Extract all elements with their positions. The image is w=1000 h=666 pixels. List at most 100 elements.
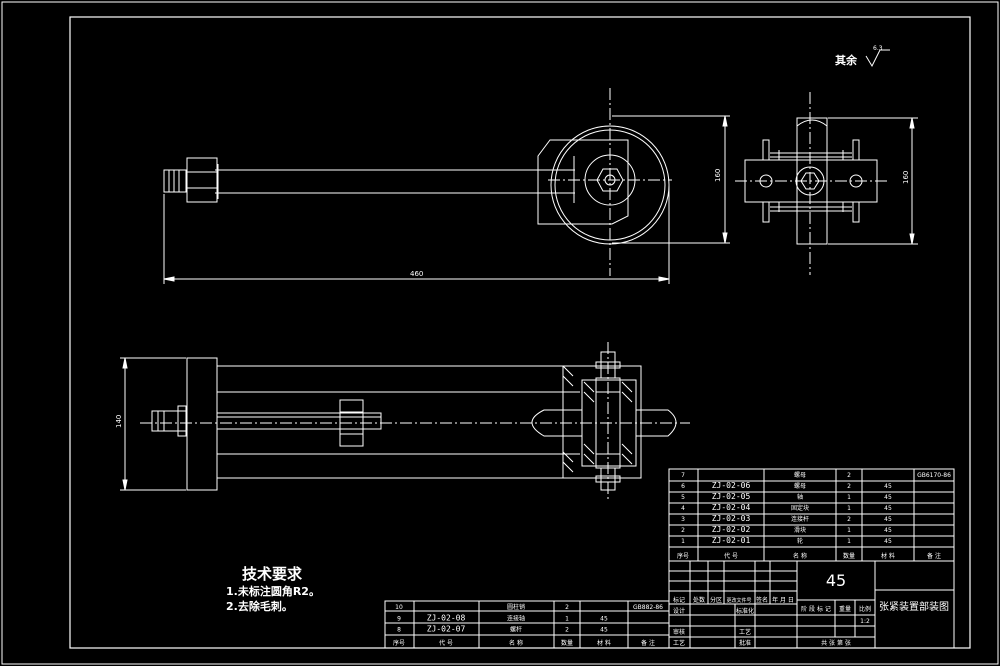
upper-row-5-mat: 45	[884, 494, 892, 501]
tb-sheets: 共 张 第 张	[821, 639, 851, 647]
parts-list-lower	[384, 600, 670, 649]
inner-border	[69, 16, 971, 649]
tb-approve: 批准	[739, 639, 751, 647]
tb-mark: 标记	[673, 596, 685, 604]
tech-req-item-1: 1.未标注圆角R2。	[226, 584, 320, 598]
upper-header-3: 数量	[843, 552, 855, 560]
surface-finish-label: 其余	[835, 53, 858, 67]
upper-row-2-no: 2	[681, 527, 685, 534]
title-block-text: 45 张紧装置部装图 标记 处数 分区 更改文件号 签名 年 月 日 设计 标准…	[673, 571, 949, 647]
tb-date: 年 月 日	[772, 596, 794, 604]
upper-row-5-qty: 1	[847, 494, 851, 501]
lower-row-9-no: 9	[397, 615, 401, 622]
tb-change-doc: 更改文件号	[726, 597, 751, 604]
lower-header-2: 名 称	[509, 639, 523, 647]
parts-list-upper	[668, 468, 955, 562]
upper-row-3-code: ZJ-02-03	[712, 514, 751, 523]
upper-row-1-no: 1	[681, 538, 685, 545]
top-view	[163, 88, 730, 284]
upper-header-4: 材 料	[881, 552, 895, 560]
tb-scale: 比例	[859, 605, 871, 613]
lower-header-1: 代 号	[439, 639, 453, 647]
lower-header-5: 备 注	[641, 639, 655, 647]
lower-header-3: 数量	[561, 639, 573, 647]
upper-row-2-code: ZJ-02-02	[712, 525, 751, 534]
upper-row-7-note: GB6170-86	[917, 472, 951, 479]
upper-header-5: 备 注	[927, 552, 941, 560]
upper-header-2: 名 称	[793, 552, 807, 560]
upper-row-3-qty: 2	[847, 516, 851, 523]
upper-row-3-mat: 45	[884, 516, 892, 523]
upper-row-3-name: 连接杆	[791, 515, 809, 523]
dim-top-length: 460	[410, 270, 423, 278]
upper-row-2-name: 滑块	[794, 526, 806, 534]
tb-sign: 签名	[756, 596, 768, 604]
lower-row-10-note: GB882-86	[633, 604, 663, 611]
lower-header-4: 材 料	[597, 639, 611, 647]
lower-row-8-qty: 2	[565, 627, 569, 634]
upper-row-1-mat: 45	[884, 538, 892, 545]
upper-row-6-qty: 2	[847, 483, 851, 490]
parts-list-lower-text: 10 圆柱销 2 GB882-86 9 ZJ-02-08 连接轴 1 45 8 ZJ-02-07 螺杆…	[393, 603, 663, 647]
upper-row-6-no: 6	[681, 483, 685, 490]
lower-row-8-name: 螺杆	[510, 626, 522, 634]
tb-weight: 重量	[839, 605, 851, 613]
upper-row-2-mat: 45	[884, 527, 892, 534]
upper-row-1-name: 轮	[797, 537, 803, 545]
lower-row-8-no: 8	[397, 627, 401, 634]
upper-row-5-no: 5	[681, 494, 685, 501]
lower-row-10-qty: 2	[565, 604, 569, 611]
upper-header-1: 代 号	[724, 552, 738, 560]
lower-row-9-code: ZJ-02-08	[427, 613, 466, 622]
lower-row-8-code: ZJ-02-07	[427, 625, 466, 634]
side-view	[735, 92, 918, 275]
lower-row-10-name: 圆柱销	[507, 603, 525, 611]
dim-top-height: 160	[714, 169, 722, 182]
parts-list-upper-text: 7 螺母 2 GB6170-86 6 ZJ-02-06 螺母 2 45 5 ZJ-02-05 轴 1 45…	[677, 471, 951, 560]
upper-row-3-no: 3	[681, 516, 685, 523]
tb-craft: 工艺	[739, 628, 751, 636]
upper-row-6-name: 螺母	[794, 482, 806, 490]
drawing-title: 张紧装置部装图	[879, 600, 949, 613]
upper-row-4-name: 固定块	[791, 504, 809, 512]
lower-row-8-mat: 45	[600, 627, 608, 634]
lower-header-0: 序号	[393, 639, 405, 647]
technical-requirements: 技术要求 1.未标注圆角R2。 2.去除毛刺。	[226, 565, 320, 613]
upper-row-6-mat: 45	[884, 483, 892, 490]
roughness-symbol-icon	[865, 49, 890, 68]
surface-finish-note: 其余 6.3	[835, 45, 890, 68]
tb-craft-2: 工艺	[673, 639, 685, 647]
lower-row-9-mat: 45	[600, 615, 608, 622]
upper-row-7-no: 7	[681, 472, 685, 479]
upper-row-6-code: ZJ-02-06	[712, 481, 751, 490]
tb-stage: 阶 段 标 记	[801, 605, 831, 613]
dim-side-height: 160	[902, 171, 910, 184]
front-view	[120, 342, 690, 500]
upper-row-5-code: ZJ-02-05	[712, 492, 751, 501]
lower-row-10-no: 10	[395, 604, 403, 611]
roughness-value: 6.3	[873, 45, 883, 52]
upper-row-1-qty: 1	[847, 538, 851, 545]
upper-header-0: 序号	[677, 552, 689, 560]
upper-row-2-qty: 1	[847, 527, 851, 534]
tb-count: 处数	[693, 596, 705, 604]
upper-row-5-name: 轴	[797, 493, 803, 501]
lower-row-9-name: 连接轴	[507, 614, 525, 622]
upper-row-1-code: ZJ-02-01	[712, 536, 751, 545]
tb-zone: 分区	[710, 596, 722, 604]
upper-row-4-qty: 1	[847, 505, 851, 512]
tech-req-title: 技术要求	[242, 565, 303, 583]
upper-row-4-code: ZJ-02-04	[712, 503, 751, 512]
tb-standard: 标准化	[736, 607, 754, 615]
tb-design: 设计	[673, 607, 685, 615]
dim-front-height: 140	[115, 415, 123, 428]
upper-row-7-name: 螺母	[794, 471, 806, 479]
title-block	[668, 560, 955, 649]
upper-row-7-qty: 2	[847, 472, 851, 479]
tb-scale-value: 1:2	[860, 618, 870, 625]
lower-row-9-qty: 1	[565, 615, 569, 622]
tech-req-item-2: 2.去除毛刺。	[226, 599, 293, 613]
tb-review: 审核	[673, 628, 685, 636]
